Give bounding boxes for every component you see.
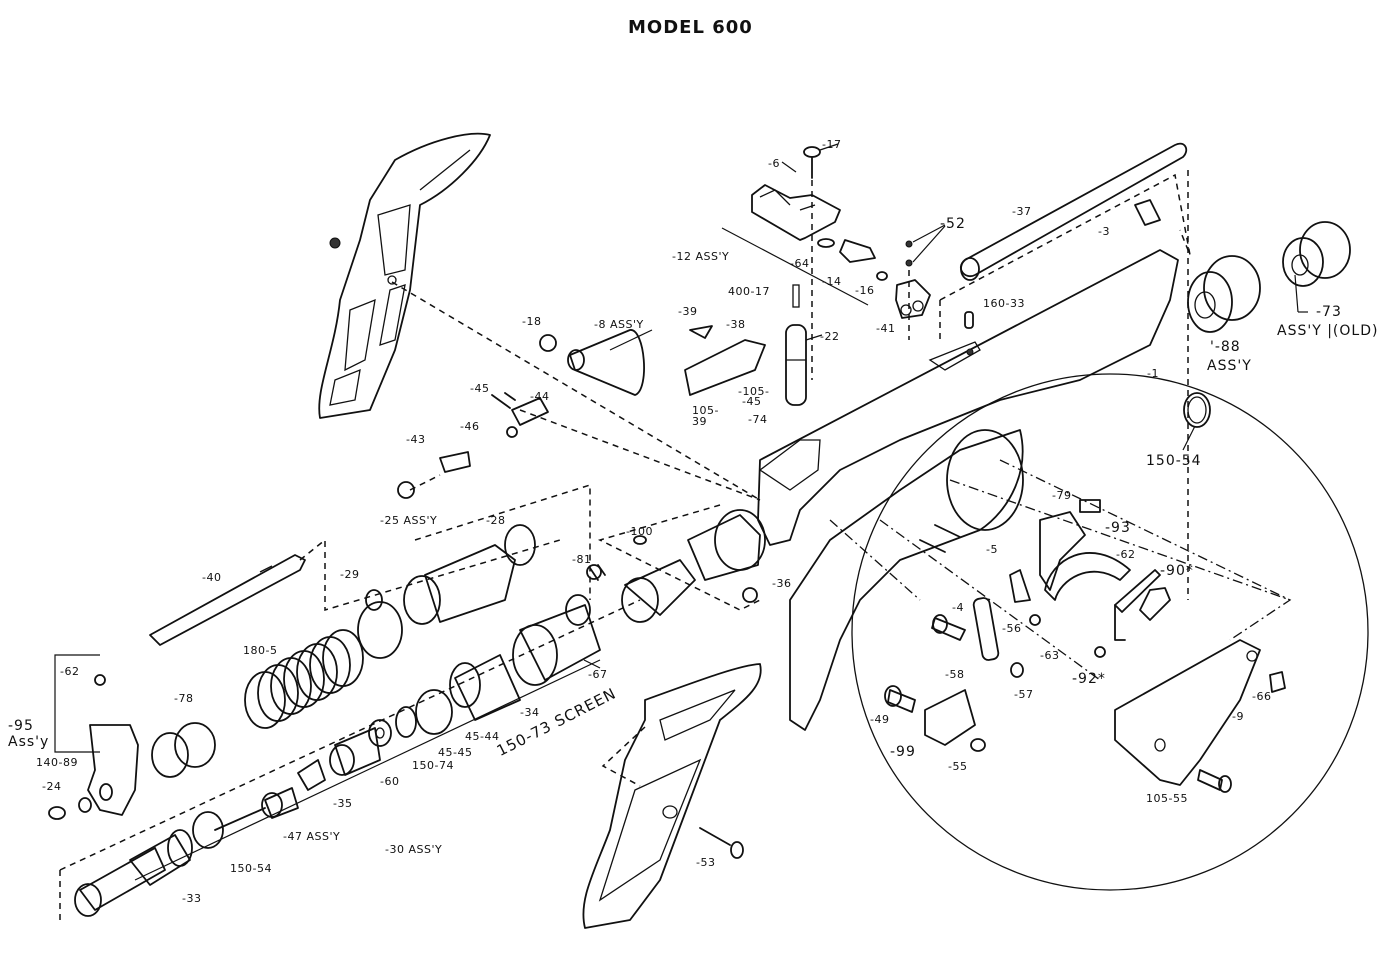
part-label: -55 [948, 760, 968, 773]
receiver-body [757, 142, 1191, 731]
part-label: ASS'Y |(OLD) [1277, 323, 1379, 339]
part-label: 150-74 [412, 759, 454, 772]
part-label: -45 [742, 395, 762, 408]
part-label: -34 [520, 706, 540, 719]
part-label: 140-89 [36, 756, 78, 769]
part-label: -79 [1052, 489, 1072, 502]
part-label: -39 [678, 305, 698, 318]
part-label: -78 [174, 692, 194, 705]
part-label: -38 [726, 318, 746, 331]
part-label: -93 [1105, 520, 1131, 536]
part-label: -95 [8, 718, 34, 734]
part-label: -100 [626, 525, 653, 538]
part-label: ASS'Y [1207, 358, 1252, 374]
part-label: -33 [182, 892, 202, 905]
part-label: -67 [588, 668, 608, 681]
part-label: -64 [790, 257, 810, 270]
part-label: -74 [748, 413, 768, 426]
part-label: -14 [822, 275, 842, 288]
guide-line [391, 281, 761, 501]
part-label: -40 [202, 571, 222, 584]
valve-assembly [59, 599, 641, 920]
part-label: 150-54 [1146, 453, 1202, 469]
part-label: -12 ASS'Y [672, 250, 730, 263]
part-label: -62 [60, 665, 80, 678]
part-label: -81 [572, 553, 592, 566]
part-label: 160-33 [983, 297, 1025, 310]
part-label: -24 [42, 780, 62, 793]
diagram-title: MODEL 600 [628, 17, 753, 38]
part-label: -41 [876, 322, 896, 335]
part-label: -30 ASS'Y [385, 843, 443, 856]
part-label: -44 [530, 390, 550, 403]
part-label: -29 [340, 568, 360, 581]
part-label: 45-44 [465, 730, 500, 743]
part-label: -73 [1316, 304, 1342, 320]
part-label: -9 [1232, 710, 1244, 723]
part-label: -56 [1002, 622, 1022, 635]
part-label: -35 [333, 797, 353, 810]
part-label: -37 [1012, 205, 1032, 218]
transfer-port-assembly [149, 483, 766, 729]
lower-grip-panel [582, 663, 762, 929]
rear-mechanism-parts [397, 284, 823, 501]
assembly-95-parts [48, 654, 216, 820]
spring-180-5 [244, 629, 364, 729]
part-label: -49 [870, 713, 890, 726]
part-label: -47 ASS'Y [283, 830, 341, 843]
part-label: -99 [890, 744, 916, 760]
part-label: -62 [1116, 548, 1136, 561]
part-label: 150-54 [230, 862, 272, 875]
part-label: -22 [820, 330, 840, 343]
part-label: -105- [738, 385, 770, 398]
part-label: -52 [940, 216, 966, 232]
trigger-group-parts [829, 459, 1292, 793]
part-label: 180-5 [243, 644, 278, 657]
part-label: '-88 [1210, 339, 1241, 355]
part-label: -3 [1098, 225, 1110, 238]
part-label: -17 [822, 138, 842, 151]
part-label: 105-55 [1146, 792, 1188, 805]
part-label: -60 [380, 775, 400, 788]
upper-grip-panel [318, 132, 491, 419]
part-label: -43 [406, 433, 426, 446]
part-label: 400-17 [728, 285, 770, 298]
part-label: -4 [952, 601, 964, 614]
part-label: -57 [1014, 688, 1034, 701]
part-label: -36 [772, 577, 792, 590]
end-cap-parts [1182, 221, 1351, 451]
part-label: -66 [1252, 690, 1272, 703]
trigger-group-callout-circle [851, 373, 1369, 891]
part-label: 39 [692, 415, 707, 428]
part-label: -25 ASS'Y [380, 514, 438, 527]
part-label: -45 [470, 382, 490, 395]
part-label: -92* [1072, 671, 1106, 687]
part-label: -6 [768, 157, 780, 170]
rear-sight-assembly [721, 143, 946, 380]
part-label: -5 [986, 543, 998, 556]
part-label: Ass'y [8, 734, 50, 750]
part-label: 45-45 [438, 746, 473, 759]
part-label: 105- [692, 404, 719, 417]
part-label: -18 [522, 315, 542, 328]
part-label: -63 [1040, 649, 1060, 662]
part-label: -90* [1160, 563, 1194, 579]
part-label: -8 ASS'Y [594, 318, 644, 331]
part-label: -53 [696, 856, 716, 869]
part-label: -58 [945, 668, 965, 681]
part-label: -16 [855, 284, 875, 297]
part-label: -1 [1147, 367, 1159, 380]
part-label: -28 [486, 514, 506, 527]
part-label: -46 [460, 420, 480, 433]
